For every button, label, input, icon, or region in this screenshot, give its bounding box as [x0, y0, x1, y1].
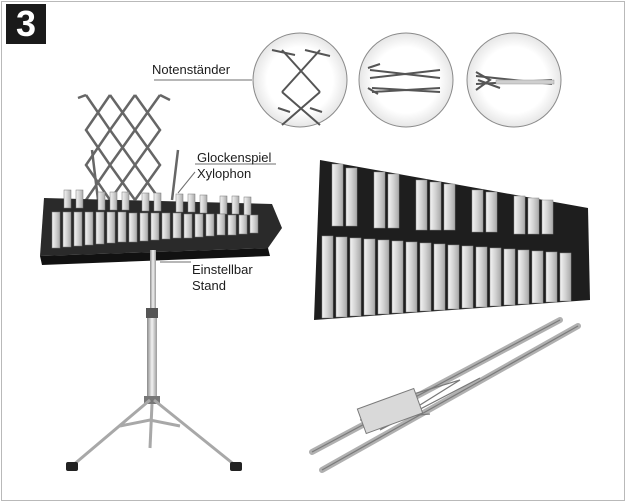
glockenspiel-bars	[51, 189, 259, 249]
xylophone-label: Xylophon	[197, 166, 252, 181]
glockenspiel-label: Glockenspiel	[197, 150, 272, 165]
stand-half-folded-icon	[358, 32, 454, 128]
callout-lines	[154, 79, 276, 263]
stand-folded-icon	[466, 32, 562, 128]
stand-label: Stand	[192, 278, 226, 293]
folded-stand	[309, 317, 581, 473]
adjustable-stand	[66, 250, 242, 471]
music-stand-label: Notenständer	[152, 62, 231, 77]
stand-open-icon	[252, 32, 348, 128]
music-stand-scissor	[77, 93, 180, 201]
step-number-badge: 3	[6, 4, 46, 44]
adjustable-label: Einstellbar	[192, 262, 253, 277]
callout-line-xylophone	[177, 171, 196, 194]
glockenspiel-top-view	[314, 160, 590, 320]
assembled-glockenspiel	[40, 93, 282, 471]
